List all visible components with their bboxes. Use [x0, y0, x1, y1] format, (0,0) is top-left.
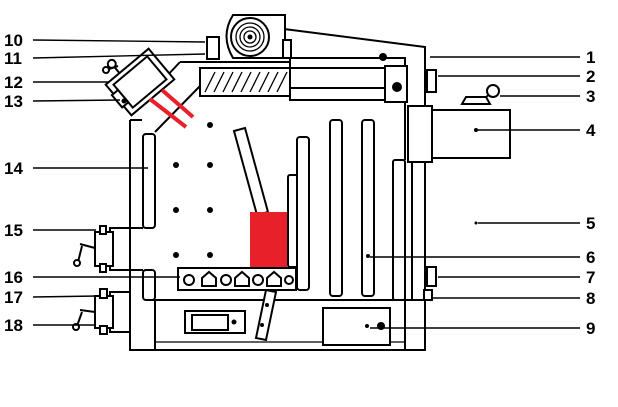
callout-label-5: 5	[586, 214, 595, 233]
ash-pan	[184, 310, 246, 334]
casing-point	[474, 221, 478, 225]
leader-11	[32, 53, 206, 59]
grate	[177, 267, 297, 291]
callout-label-6: 6	[586, 248, 595, 267]
grate-lever	[254, 288, 278, 342]
callout-label-14: 14	[4, 159, 23, 178]
outer-casing	[129, 28, 426, 351]
callout-label-16: 16	[4, 268, 23, 287]
callout-labels-left: 10 11 12 13 14 15 16 17 18	[4, 31, 23, 335]
leader-lines-left	[32, 39, 206, 326]
heat-exchanger-fins	[180, 61, 291, 97]
loading-door-handle	[102, 65, 127, 104]
callout-label-2: 2	[586, 67, 595, 86]
return-connection	[426, 266, 437, 287]
callout-label-15: 15	[4, 221, 23, 240]
leader-lines-right	[370, 56, 580, 329]
air-flap	[206, 36, 220, 60]
water-jacket-studs	[173, 122, 213, 258]
exchanger-plates	[287, 119, 406, 301]
sensor-socket	[384, 65, 437, 103]
leader-17	[32, 295, 99, 298]
combustion-chamber	[130, 133, 156, 301]
callout-label-1: 1	[586, 48, 595, 67]
loading-door	[104, 47, 176, 117]
thermometer	[460, 84, 500, 105]
callout-label-12: 12	[4, 73, 23, 92]
callout-label-8: 8	[586, 289, 595, 308]
blower-fan	[225, 14, 292, 59]
ash-door	[72, 288, 131, 335]
leader-13	[32, 99, 121, 102]
callout-label-9: 9	[586, 319, 595, 338]
callout-label-3: 3	[586, 87, 595, 106]
fuel-block	[250, 212, 287, 270]
leader-10	[32, 39, 206, 43]
flue-outlet	[407, 105, 511, 163]
callout-label-4: 4	[586, 121, 596, 140]
cleaning-cover	[322, 307, 391, 346]
callout-label-17: 17	[4, 288, 23, 307]
callout-label-10: 10	[4, 31, 23, 50]
secondary-air-jets	[148, 88, 195, 129]
fuel-rod	[232, 126, 270, 217]
callout-label-11: 11	[4, 49, 22, 68]
drain-valve	[423, 289, 433, 301]
callout-labels-right: 1 2 3 4 5 6 7 8 9	[586, 48, 596, 338]
callout-label-7: 7	[586, 268, 595, 287]
callout-label-18: 18	[4, 316, 23, 335]
callout-label-13: 13	[4, 92, 23, 111]
combustion-door	[73, 225, 131, 273]
